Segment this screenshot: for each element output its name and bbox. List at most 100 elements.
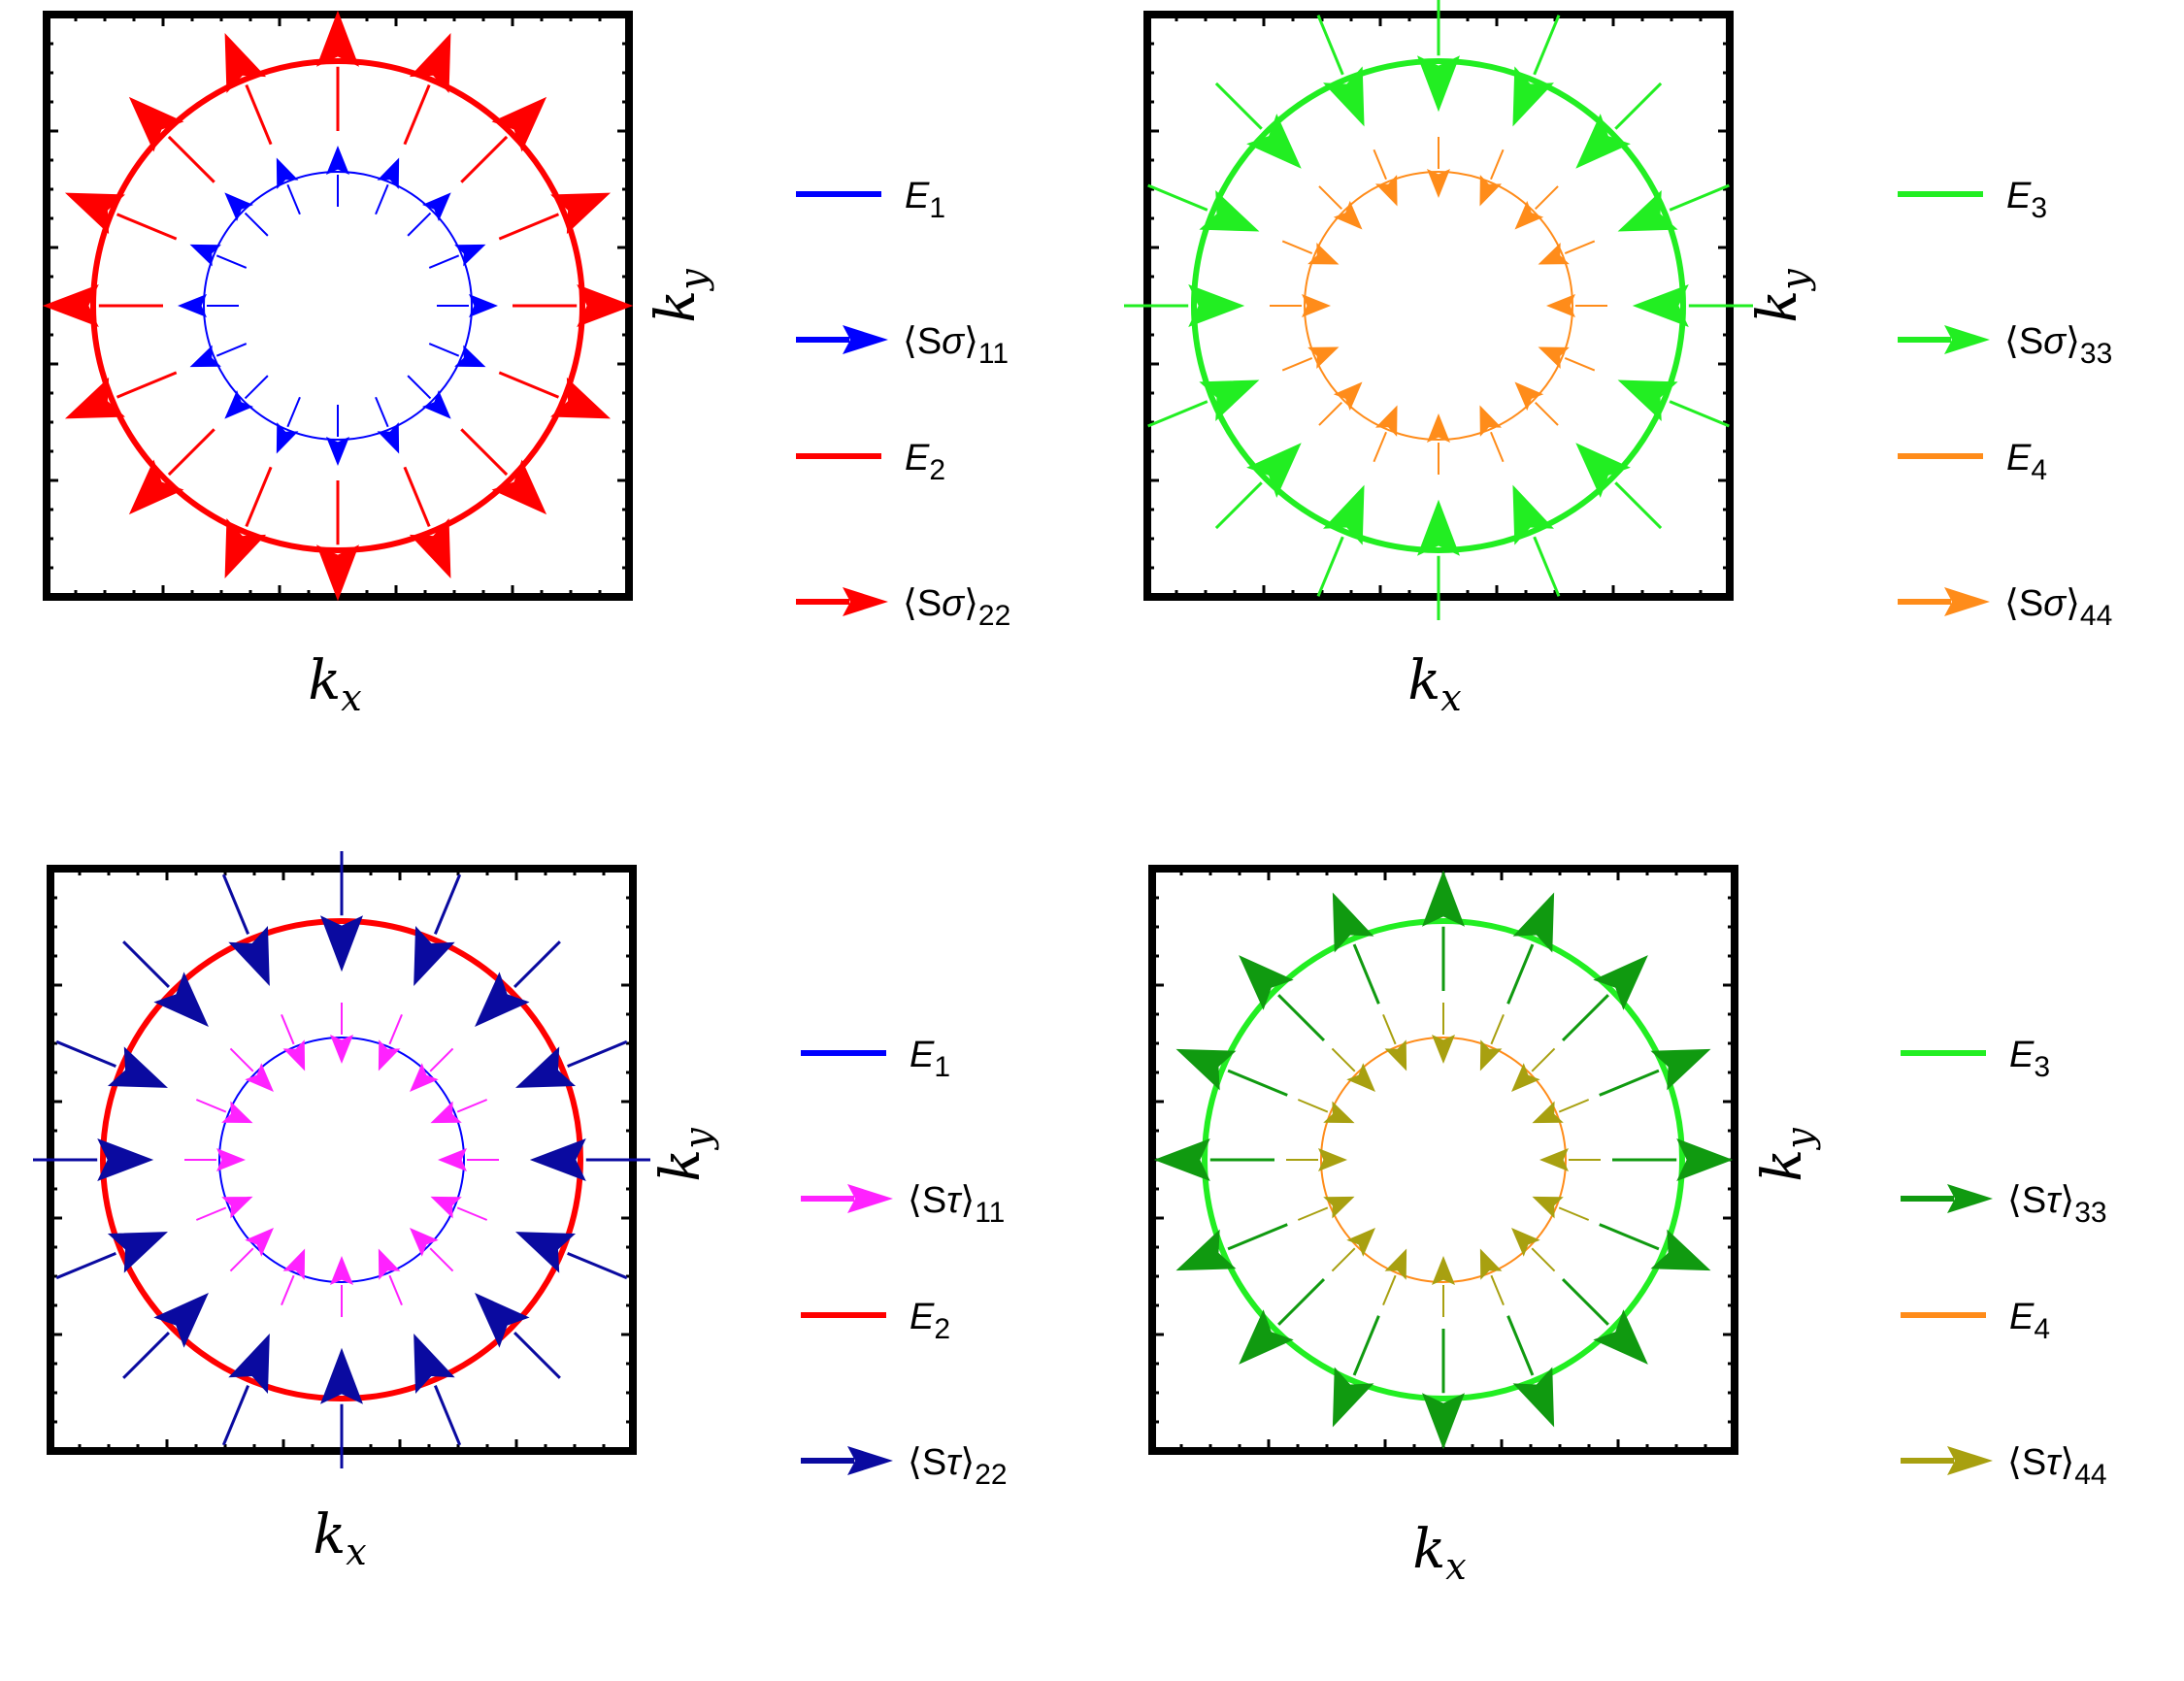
arrow-head xyxy=(1384,1039,1407,1071)
arrow-shaft xyxy=(1490,1274,1505,1306)
y-axis-label: ky xyxy=(645,269,714,323)
arrow-head xyxy=(1511,1228,1540,1257)
arrow-shaft xyxy=(1352,1315,1380,1376)
arrow-shaft xyxy=(1331,1247,1356,1272)
arrow-shaft xyxy=(460,428,509,477)
arrow-head xyxy=(1427,169,1450,198)
arrow-shaft xyxy=(1277,994,1326,1042)
arrow-head xyxy=(316,10,359,67)
arrow-head xyxy=(1514,381,1544,412)
arrow-head xyxy=(454,345,486,368)
arrow-shaft xyxy=(375,183,389,215)
arrow-shaft xyxy=(244,375,269,400)
arrow-head xyxy=(224,32,267,93)
arrow-head xyxy=(1617,379,1678,421)
arrow-shaft xyxy=(1297,1099,1329,1113)
arrow-shaft xyxy=(429,1247,454,1272)
arrow-head xyxy=(1302,294,1331,317)
arrow-shaft xyxy=(122,1331,171,1379)
arrow-shaft xyxy=(1214,481,1263,530)
arrow-shaft xyxy=(513,940,561,989)
arrow-head xyxy=(1432,1035,1455,1064)
arrow-head xyxy=(1323,1101,1355,1124)
legend-entry: E2 xyxy=(801,1297,950,1345)
inner-spin-arrows xyxy=(184,1003,499,1317)
arrow-shaft xyxy=(1373,431,1387,463)
arrow-shaft xyxy=(1490,1013,1505,1045)
legend-arrow-head xyxy=(847,1184,893,1213)
inner-spin-arrows xyxy=(1286,1003,1601,1317)
arrow-head xyxy=(245,1063,274,1092)
arrow-shaft xyxy=(429,1047,454,1072)
arrow-shaft xyxy=(1382,1274,1397,1306)
legend-entry: E3 xyxy=(1901,1035,2050,1083)
arrow-shaft xyxy=(1558,1206,1590,1221)
legend-arrow-head xyxy=(1944,325,1990,354)
arrow-head xyxy=(529,1138,586,1181)
arrow-head xyxy=(153,972,209,1027)
legend-label: ⟨Sτ⟩11 xyxy=(908,1180,1005,1229)
arrow-head xyxy=(1374,175,1398,207)
arrow-head xyxy=(1432,1256,1455,1285)
x-axis-label: kx xyxy=(1412,1518,1466,1588)
arrow-head xyxy=(1199,379,1260,421)
inner-spin-arrows xyxy=(178,146,498,466)
arrow-head xyxy=(1593,955,1648,1010)
legend-label: E1 xyxy=(910,1035,950,1083)
arrow-head xyxy=(1417,499,1460,556)
legend-entry: ⟨Sσ⟩11 xyxy=(796,321,1009,370)
y-axis-label: ky xyxy=(1751,1128,1821,1182)
arrow-head xyxy=(1532,1101,1564,1124)
arrow-head xyxy=(64,192,125,235)
arrow-head xyxy=(1575,114,1631,169)
arrow-shaft xyxy=(567,1039,628,1069)
arrow-head xyxy=(189,244,221,267)
legend-entry: E4 xyxy=(1898,438,2047,486)
arrow-head xyxy=(1650,1048,1711,1091)
arrow-shaft xyxy=(1490,431,1505,463)
arrow-shaft xyxy=(245,83,273,146)
arrow-head xyxy=(221,1101,253,1124)
arrow-head xyxy=(1479,1248,1503,1280)
arrow-head xyxy=(282,1248,306,1280)
arrow-shaft xyxy=(456,1099,488,1113)
arrow-head xyxy=(1422,870,1465,927)
arrow-head xyxy=(1384,1248,1407,1280)
arrow-head xyxy=(1374,405,1398,437)
arrow-shaft xyxy=(428,343,460,357)
arrow-head xyxy=(1512,1367,1555,1428)
outer-spin-arrows xyxy=(1124,0,1753,620)
legend-entry: E2 xyxy=(796,438,945,486)
arrow-shaft xyxy=(1281,240,1313,254)
arrow-shaft xyxy=(1316,15,1344,76)
arrow-shaft xyxy=(1561,1277,1609,1326)
arrow-shaft xyxy=(1147,400,1208,428)
arrow-head xyxy=(1512,484,1554,545)
arrow-shaft xyxy=(116,371,178,399)
arrow-shaft xyxy=(229,1247,254,1272)
arrow-head xyxy=(221,1196,253,1219)
legend-entry: E1 xyxy=(801,1035,950,1083)
arrow-shaft xyxy=(281,1013,295,1045)
arrow-head xyxy=(330,1256,353,1285)
arrow-shaft xyxy=(286,396,301,428)
inner-band-contour xyxy=(1320,1037,1567,1283)
arrow-shaft xyxy=(1214,82,1263,130)
outer-band-contour xyxy=(1202,918,1685,1401)
arrow-shaft xyxy=(1669,400,1730,428)
arrow-head xyxy=(1479,405,1503,437)
arrow-head xyxy=(320,915,363,972)
legend-label: E3 xyxy=(2009,1035,2050,1083)
arrow-shaft xyxy=(1564,240,1596,254)
arrow-head xyxy=(1479,175,1503,207)
arrow-head xyxy=(1676,1138,1734,1181)
outer-spin-arrows xyxy=(33,851,650,1468)
arrow-shaft xyxy=(1318,185,1343,211)
arrow-head xyxy=(1650,1229,1711,1271)
arrow-head xyxy=(409,32,451,93)
legend-label: ⟨Sτ⟩44 xyxy=(2007,1442,2107,1491)
